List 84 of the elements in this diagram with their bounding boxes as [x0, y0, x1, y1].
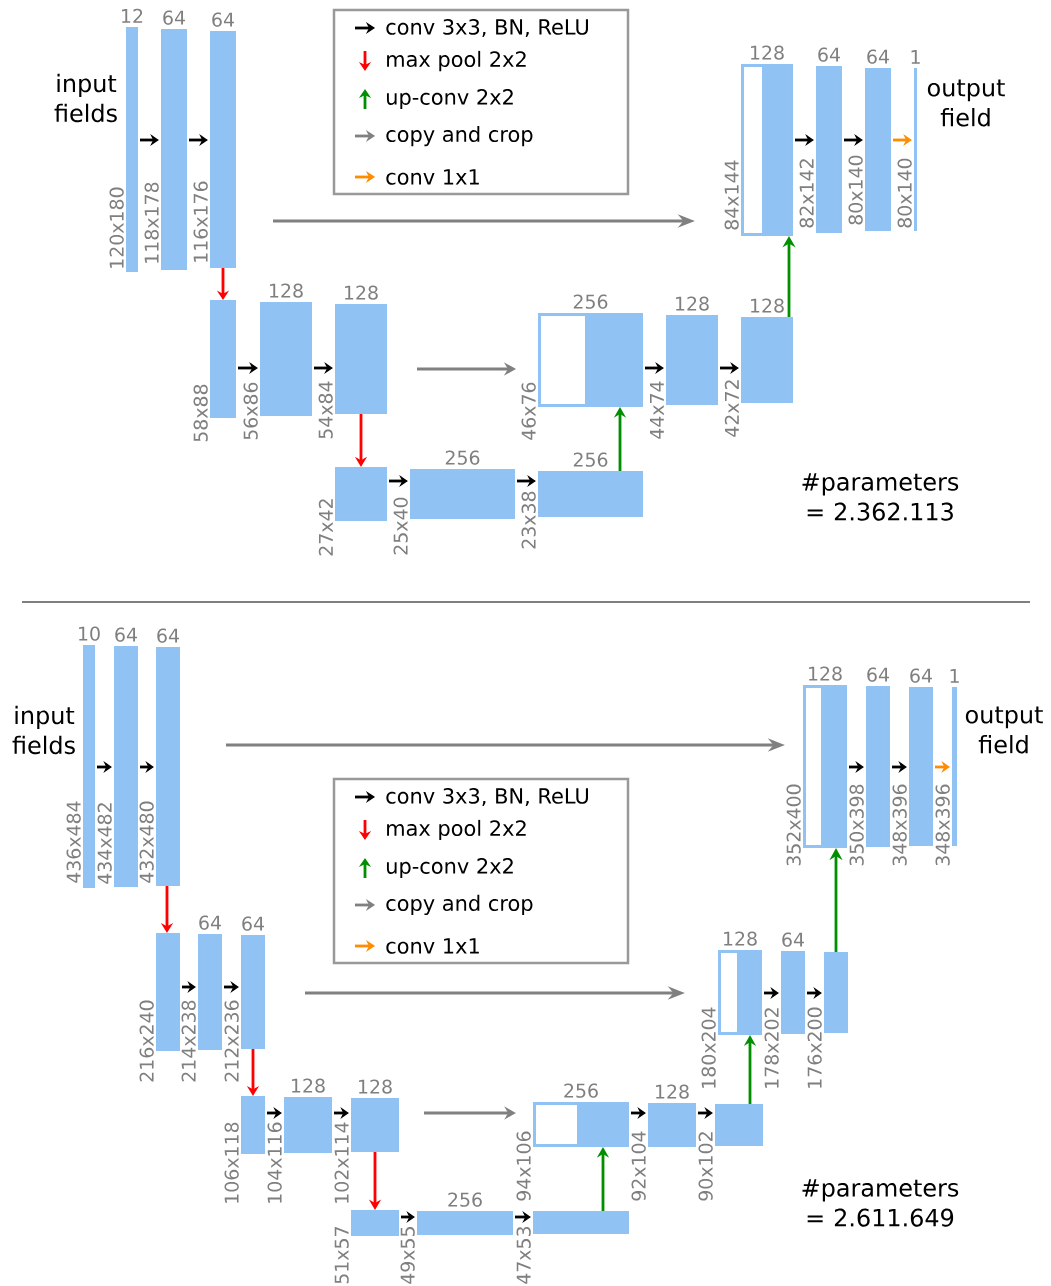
size-label: 49x55 [400, 1227, 415, 1284]
size-label: 56x86 [243, 382, 258, 440]
size-label: 216x240 [139, 1000, 154, 1082]
size-label: 104x116 [267, 1122, 282, 1203]
side-label: output field [927, 79, 1005, 127]
parameter-count: #parameters = 2.611.649 [802, 1179, 959, 1227]
channel-count: 12 [122, 8, 143, 23]
size-label: 214x238 [181, 1000, 196, 1082]
channel-count: 64 [867, 667, 889, 682]
channel-count: 64 [242, 916, 264, 931]
size-label: 25x40 [393, 497, 408, 555]
channel-count: 128 [292, 1078, 325, 1093]
size-label: 432x480 [139, 801, 154, 883]
size-label: 80x140 [897, 158, 912, 228]
channel-count: 128 [724, 931, 757, 946]
size-label: 92x104 [631, 1131, 646, 1201]
side-label: output field [965, 706, 1043, 754]
legend-text: copy and crop [386, 125, 533, 147]
channel-count: 256 [573, 294, 608, 309]
channel-count: 64 [782, 932, 804, 947]
size-label: 176x200 [807, 1007, 822, 1088]
channel-count: 128 [345, 285, 378, 300]
channel-count: 256 [564, 1083, 598, 1098]
size-label: 212x236 [224, 1000, 239, 1082]
size-label: 46x76 [521, 382, 536, 440]
legend-text: max pool 2x2 [387, 819, 526, 841]
channel-count: 1 [911, 50, 920, 64]
size-label: 180x204 [701, 1007, 716, 1088]
size-label: 47x53 [516, 1226, 531, 1284]
channel-count: 64 [212, 12, 234, 27]
size-label: 54x84 [318, 381, 333, 439]
size-label: 352x400 [786, 784, 801, 866]
legend-text: conv 3x3, BN, ReLU [386, 19, 588, 37]
channel-count: 128 [359, 1079, 392, 1094]
size-label: 120x180 [109, 187, 124, 268]
channel-count: 128 [809, 666, 842, 681]
legend-text: conv 1x1 [386, 938, 479, 954]
size-label: 434x482 [97, 803, 112, 884]
channel-count: 64 [818, 47, 840, 62]
channel-count: 256 [448, 1192, 482, 1207]
size-label: 106x118 [224, 1122, 239, 1203]
channel-count: 64 [910, 668, 932, 683]
size-label: 348x396 [935, 784, 950, 866]
parameter-count: #parameters = 2.362.113 [802, 473, 959, 521]
legend-text: up-conv 2x2 [387, 89, 513, 109]
channel-count: 64 [157, 628, 179, 643]
legend-text: copy and crop [386, 894, 533, 916]
size-label: 44x74 [650, 381, 664, 439]
size-label: 27x42 [318, 499, 333, 556]
side-label: input fields [54, 73, 117, 123]
channel-count: 64 [163, 10, 185, 25]
size-label: 80x140 [848, 155, 863, 225]
size-label: 116x176 [193, 181, 208, 262]
size-label: 51x57 [334, 1227, 349, 1284]
size-label: 82x142 [799, 159, 814, 228]
size-label: 42x72 [724, 380, 739, 437]
size-label: 178x202 [764, 1008, 779, 1088]
size-label: 350x398 [849, 784, 864, 866]
size-label: 94x106 [516, 1131, 531, 1201]
channel-count: 128 [676, 296, 709, 311]
legend-text: conv 1x1 [386, 169, 479, 185]
size-label: 436x484 [66, 801, 81, 883]
size-label: 102x114 [334, 1122, 349, 1203]
channel-count: 128 [270, 283, 303, 298]
size-label: 348x396 [892, 784, 907, 866]
legend-text: max pool 2x2 [387, 50, 526, 72]
channel-count: 64 [199, 915, 221, 930]
channel-count: 64 [867, 49, 889, 64]
legend-text: conv 3x3, BN, ReLU [386, 788, 588, 806]
channel-count: 256 [573, 452, 608, 467]
size-label: 58x88 [193, 384, 208, 442]
channel-count: 256 [445, 450, 480, 465]
channel-count: 128 [751, 298, 784, 313]
channel-count: 64 [115, 627, 137, 642]
size-label: 23x38 [521, 491, 536, 549]
side-label: input fields [12, 705, 75, 755]
size-label: 118x178 [144, 182, 159, 263]
channel-count: 128 [751, 45, 784, 60]
channel-count: 128 [656, 1084, 689, 1099]
legend-text: up-conv 2x2 [387, 858, 513, 878]
channel-count: 10 [79, 626, 100, 641]
size-label: 90x102 [698, 1132, 713, 1201]
size-label: 84x144 [724, 160, 739, 230]
channel-count: 1 [950, 669, 959, 683]
